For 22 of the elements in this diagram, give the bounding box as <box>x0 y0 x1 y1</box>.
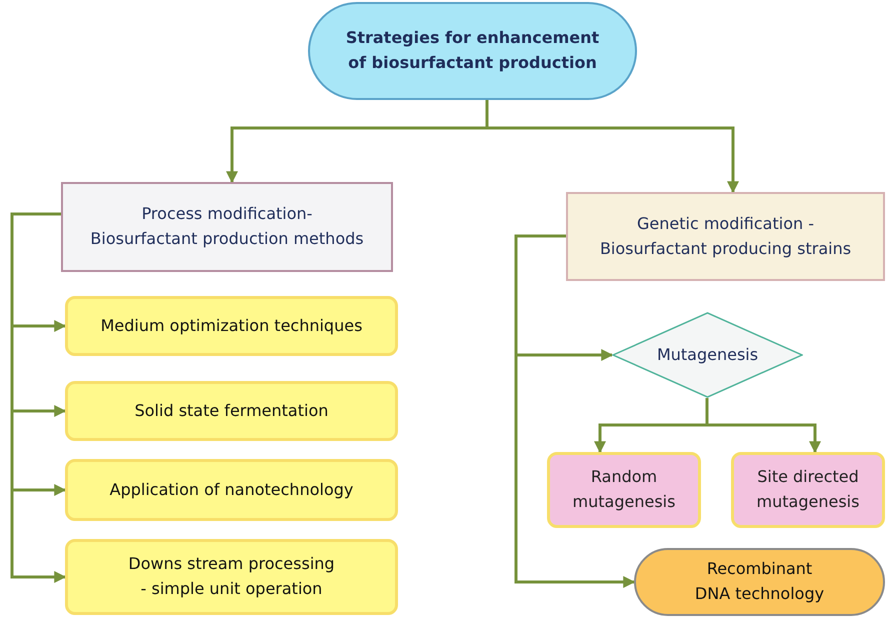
method-box <box>65 539 398 615</box>
node-label: Process modification- Biosurfactant production methods <box>89 203 365 250</box>
node-label: Strategies for enhancement of biosurfactant production <box>344 27 600 74</box>
node-label: Site directed mutagenesis <box>756 466 860 513</box>
technique-box <box>731 452 885 528</box>
technique-box <box>547 452 701 528</box>
connector-arrow <box>486 100 739 194</box>
node-label: Solid state fermentation <box>134 400 328 422</box>
node-label: Mutagenesis <box>656 344 758 366</box>
category-box <box>61 182 393 272</box>
node-label: Application of nanotechnology <box>110 478 354 501</box>
method-box <box>65 381 398 441</box>
node-label: Downs stream processing - simple unit operation <box>127 553 336 600</box>
method-box <box>65 296 398 356</box>
node-label: Random mutagenesis <box>572 466 676 513</box>
method-box <box>65 459 398 521</box>
connector-arrow <box>514 234 636 588</box>
node-label: Recombinant DNA technology <box>694 558 826 605</box>
connector-arrow <box>10 212 66 583</box>
node-label: Medium optimization techniques <box>100 314 362 337</box>
node-label: Genetic modification - Biosurfactant producing strains <box>598 212 852 260</box>
category-box <box>566 192 885 281</box>
